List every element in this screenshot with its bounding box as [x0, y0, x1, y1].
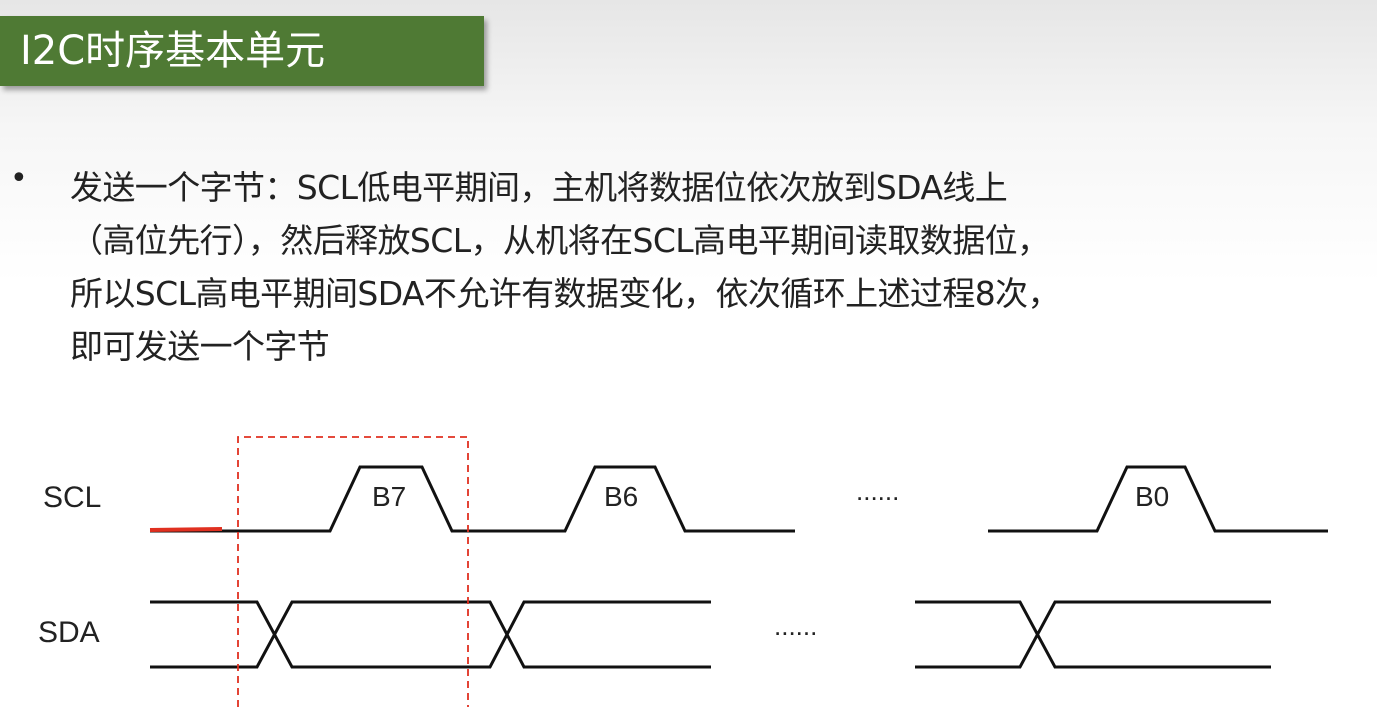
title-bar: I2C时序基本单元	[0, 16, 484, 86]
pulse-label-b6: B6	[604, 481, 638, 512]
slide-title: I2C时序基本单元	[20, 28, 326, 74]
scl-wave-segment-1	[150, 465, 795, 533]
sda-ellipsis: ......	[774, 611, 817, 641]
bullet-paragraph: 发送一个字节：SCL低电平期间，主机将数据位依次放到SDA线上 （高位先行），然…	[70, 161, 1370, 373]
pulse-label-b7: B7	[372, 481, 406, 512]
bullet-line-1: 发送一个字节：SCL低电平期间，主机将数据位依次放到SDA线上	[70, 168, 1008, 207]
sda-label: SDA	[38, 616, 100, 649]
scl-waveform	[150, 465, 1328, 533]
scl-ellipsis: ......	[856, 476, 899, 506]
scl-label: SCL	[43, 481, 101, 514]
bullet-marker: •	[10, 161, 28, 196]
sda-wave-upper-2	[915, 600, 1271, 669]
scl-start-marker	[149, 527, 223, 532]
sda-wave-lower-1	[150, 600, 711, 669]
pulse-label-b0: B0	[1135, 481, 1169, 512]
bit-highlight-box	[237, 436, 469, 707]
bullet-line-3: 所以SCL高电平期间SDA不允许有数据变化，依次循环上述过程8次，	[70, 274, 1061, 313]
scl-wave-segment-2	[988, 465, 1328, 533]
sda-waveform	[150, 600, 1271, 669]
sda-wave-lower-2	[915, 600, 1271, 669]
bullet-line-4: 即可发送一个字节	[70, 327, 330, 366]
sda-wave-upper-1	[150, 600, 711, 669]
bullet-line-2: （高位先行），然后释放SCL，从机将在SCL高电平期间读取数据位，	[70, 221, 1050, 260]
